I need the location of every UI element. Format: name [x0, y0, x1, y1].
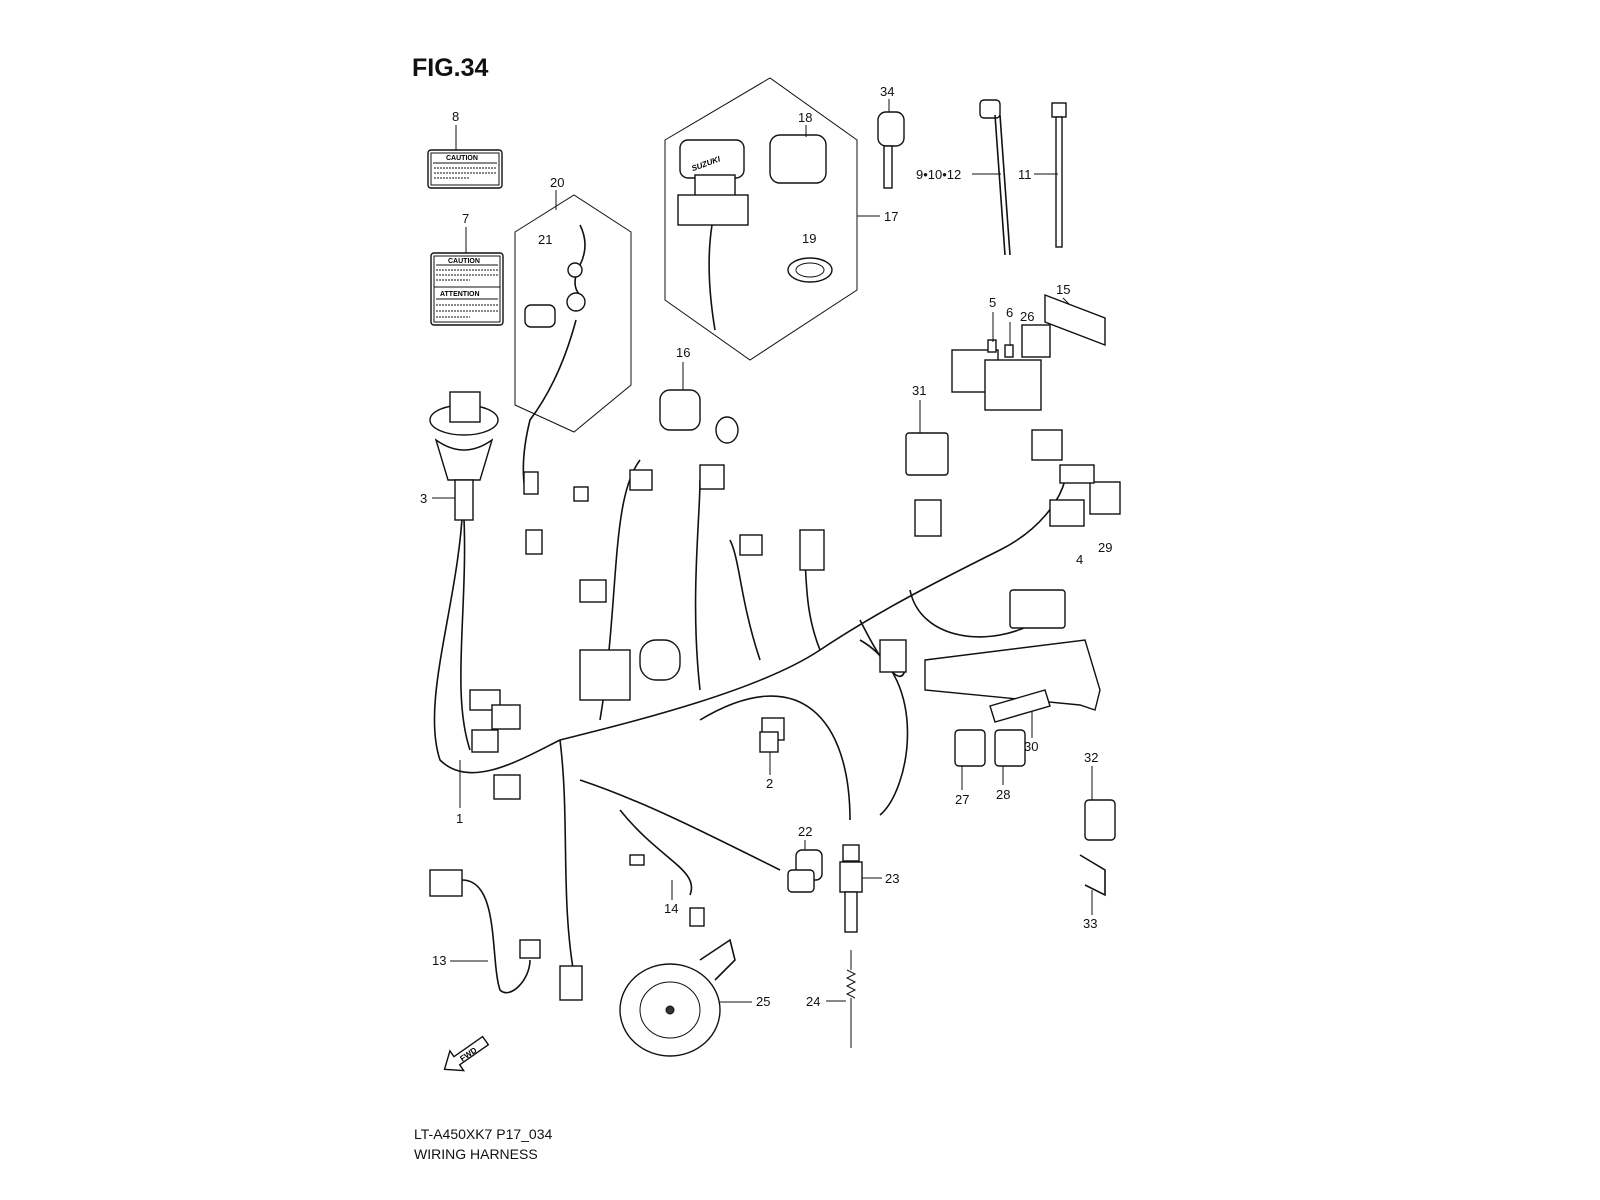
callout-18: 18	[798, 110, 813, 125]
callout-6: 6	[1006, 305, 1014, 320]
callout-34: 34	[880, 84, 895, 99]
connector-cap-2	[759, 731, 779, 753]
callout-31: 31	[912, 383, 927, 398]
ignition-switch-group-17: SUZUKI	[664, 77, 880, 361]
callout-8: 8	[452, 109, 460, 124]
cable-tie-9-10-12	[972, 99, 1011, 256]
diagram-caption: WIRING HARNESS	[414, 1146, 538, 1162]
caution-text: CAUTION	[446, 155, 478, 162]
figure-title: FIG.34	[412, 54, 489, 82]
callout-23: 23	[885, 871, 900, 886]
connector-16	[659, 362, 739, 444]
callout-20: 20	[550, 175, 565, 190]
callout-7: 7	[462, 211, 470, 226]
forward-arrow: FWD	[443, 1035, 490, 1072]
callout-24: 24	[806, 994, 821, 1009]
callout-29: 29	[1098, 540, 1113, 555]
callout-21: 21	[538, 232, 553, 247]
horn-25	[619, 938, 752, 1057]
sub-harness-13	[429, 869, 541, 994]
sensor-22	[787, 840, 823, 893]
callout-27: 27	[955, 792, 970, 807]
callout-33: 33	[1083, 916, 1098, 931]
callout-9-10-12: 9•10•12	[916, 167, 962, 182]
kill-switch-group-20	[514, 190, 632, 491]
callout-5: 5	[989, 295, 997, 310]
callout-3: 3	[420, 491, 428, 506]
callout-22: 22	[798, 824, 813, 839]
callout-25: 25	[756, 994, 771, 1009]
key-34	[877, 99, 905, 189]
cable-tie-11	[1034, 102, 1067, 248]
callout-15: 15	[1056, 282, 1071, 297]
callout-2: 2	[766, 776, 774, 791]
callout-1: 1	[456, 811, 464, 826]
callout-30: 30	[1024, 739, 1039, 754]
callout-28: 28	[996, 787, 1011, 802]
callout-11: 11	[1018, 167, 1032, 182]
oxygen-sensor-23	[839, 844, 882, 933]
sub-harness-14	[629, 854, 705, 927]
attention-text: ATTENTION	[440, 291, 480, 298]
fuse-box-and-relays	[905, 293, 1106, 476]
caution-label-8: CAUTION	[427, 125, 503, 189]
callout-32: 32	[1084, 750, 1099, 765]
main-wiring-harness-1	[433, 429, 1121, 1001]
brackets-and-covers	[924, 639, 1116, 915]
callout-16: 16	[676, 345, 691, 360]
caution-attention-label-7: CAUTION ATTENTION	[430, 227, 504, 326]
callout-17: 17	[884, 209, 899, 224]
harness-part-3	[429, 391, 499, 521]
callout-19: 19	[802, 231, 817, 246]
callout-26: 26	[1020, 309, 1035, 324]
callout-13: 13	[432, 953, 447, 968]
caution-text: CAUTION	[448, 258, 480, 265]
spring-24	[826, 950, 857, 1048]
callout-4: 4	[1076, 552, 1084, 567]
callout-14: 14	[664, 901, 679, 916]
model-code: LT-A450XK7 P17_034	[414, 1126, 553, 1142]
